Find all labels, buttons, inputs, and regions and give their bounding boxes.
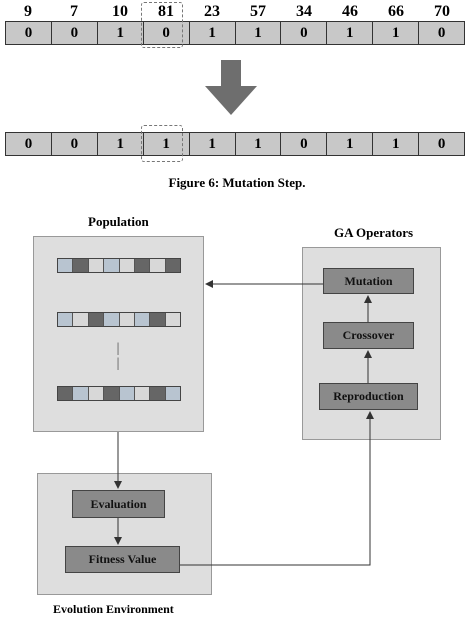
chromosome-before: 0 0 1 0 1 1 0 1 1 0 (5, 21, 465, 45)
evolution-title: Evolution Environment (53, 602, 174, 616)
bit-cell: 1 (235, 133, 282, 155)
bit-cell: 0 (51, 22, 98, 44)
bit-cell: 1 (327, 133, 374, 155)
bit-cell: 1 (143, 133, 190, 155)
chromosome (57, 258, 181, 273)
reproduction-box: Reproduction (319, 383, 418, 410)
gene-number: 10 (112, 3, 128, 20)
bit-cell: 0 (419, 133, 465, 155)
bit-cell: 0 (6, 22, 52, 44)
chromosome (57, 312, 181, 327)
crossover-box: Crossover (323, 322, 414, 349)
gene-number: 34 (296, 3, 312, 20)
figure-caption: Figure 6: Mutation Step. (168, 175, 306, 190)
bit-cell: 1 (373, 22, 420, 44)
ga-operators-title: GA Operators (334, 225, 414, 240)
bit-cell: 1 (235, 22, 282, 44)
gene-number: 46 (342, 3, 358, 20)
fitness-value-box: Fitness Value (65, 546, 180, 573)
bit-cell: 1 (189, 133, 236, 155)
gene-number: 70 (434, 3, 450, 20)
ellipsis-mark: | (116, 341, 120, 356)
gene-number: 9 (24, 3, 32, 20)
chromosome (57, 386, 181, 401)
bit-cell: 0 (281, 22, 328, 44)
gene-number: 57 (250, 3, 266, 20)
gene-number: 23 (204, 3, 220, 20)
bit-cell: 1 (97, 133, 144, 155)
gene-number: 7 (70, 3, 78, 20)
population-title: Population (88, 214, 149, 229)
mutated-gene-highlight (141, 125, 183, 162)
chromosome-after: 0 0 1 1 1 1 0 1 1 0 (5, 132, 465, 156)
bit-cell: 1 (189, 22, 236, 44)
mutation-box: Mutation (323, 268, 414, 294)
bit-cell: 0 (51, 133, 98, 155)
bit-cell: 0 (281, 133, 328, 155)
arrow-fitness-to-reproduction (180, 411, 374, 566)
evaluation-box: Evaluation (72, 490, 165, 518)
gene-number: 81 (158, 3, 174, 20)
mutated-gene-highlight (141, 2, 183, 48)
bit-cell: 0 (6, 133, 52, 155)
bit-cell: 1 (97, 22, 144, 44)
bit-cell: 0 (143, 22, 190, 44)
bit-cell: 0 (419, 22, 465, 44)
gene-number: 66 (388, 3, 404, 20)
bit-cell: 1 (373, 133, 420, 155)
gene-numbers: 9 7 10 81 23 57 34 46 66 70 (5, 2, 465, 22)
ellipsis-mark: | (116, 356, 120, 371)
bit-cell: 1 (327, 22, 374, 44)
